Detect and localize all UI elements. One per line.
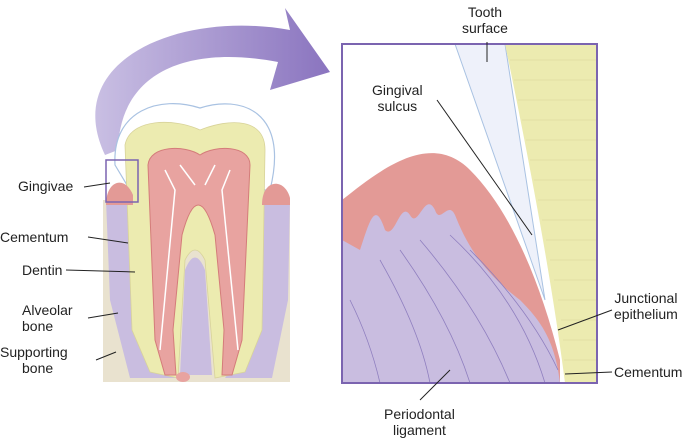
leader-lines (65, 42, 613, 401)
label-line: bone (22, 360, 54, 376)
zoom-arrow (95, 8, 330, 155)
dentin-lines (510, 59, 597, 361)
tooth-dentin-strip (505, 44, 597, 383)
label-cementum-right: Cementum (614, 364, 683, 380)
label-line: Supporting (0, 344, 68, 360)
right-gingiva (262, 183, 290, 205)
detail-frame (341, 43, 598, 384)
left-gingiva (106, 182, 133, 205)
label-line: Alveolar (22, 302, 73, 318)
label-line: Tooth (467, 4, 503, 20)
label-line: epithelium (614, 306, 678, 322)
right-ligament (225, 195, 290, 378)
label-dentin: Dentin (22, 262, 63, 278)
label-line: Junctional (614, 290, 678, 306)
label-line: surface (462, 20, 508, 36)
label-line: sulcus (377, 98, 418, 114)
label-line: bone (22, 318, 54, 334)
root-apex (176, 372, 190, 382)
left-ligament (106, 195, 175, 378)
label-gingivae: Gingivae (18, 178, 74, 194)
label-cementum-left: Cementum (0, 229, 69, 245)
zoom-region-box (105, 159, 139, 203)
label-line: Periodontal (384, 406, 455, 422)
periodontal-ligament-detail (342, 204, 560, 383)
inter-root-ligament (180, 257, 212, 375)
ligament-fibers (349, 234, 559, 384)
label-line: ligament (392, 422, 446, 438)
label-line: Gingival (372, 82, 423, 98)
